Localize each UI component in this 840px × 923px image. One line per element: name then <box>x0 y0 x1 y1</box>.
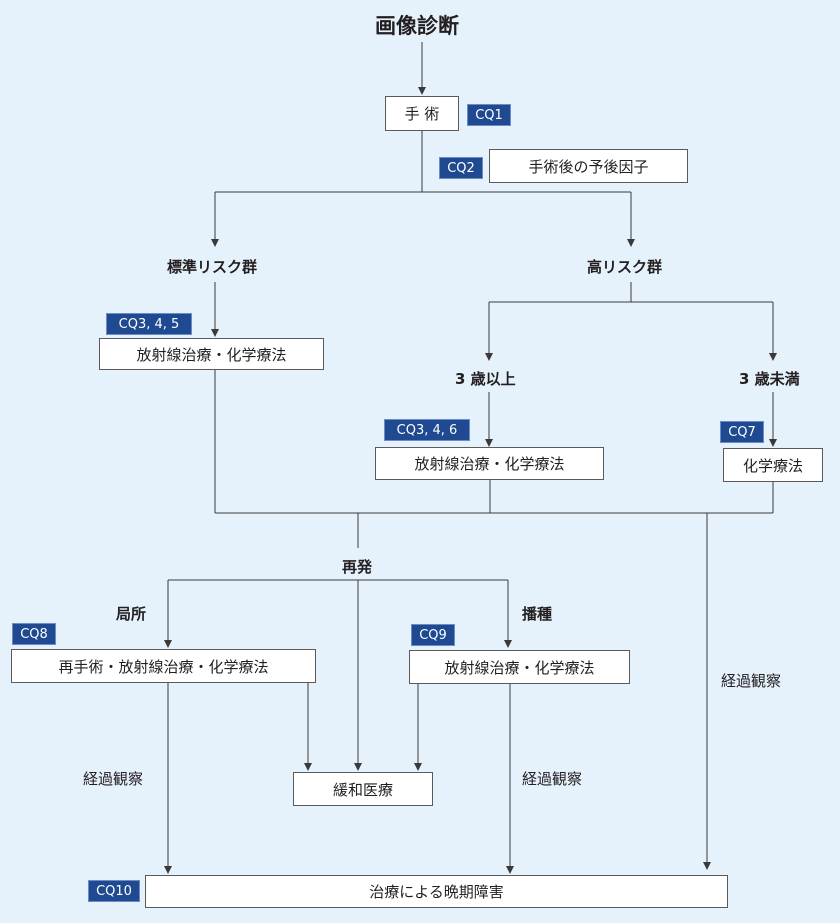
cq10-badge: CQ10 <box>88 880 140 902</box>
cq345-badge: CQ3, 4, 5 <box>106 313 192 335</box>
cq7-badge: CQ7 <box>720 421 764 443</box>
local-label: 局所 <box>116 605 147 623</box>
followup-label-left: 経過観察 <box>83 770 144 788</box>
diagram-title: 画像診断 <box>375 14 459 38</box>
relapse-label: 再発 <box>342 558 373 576</box>
cq1-badge: CQ1 <box>467 104 511 126</box>
high-risk-label: 高リスク群 <box>587 258 663 276</box>
seeding-label: 播種 <box>522 605 553 623</box>
local-treatment-box: 再手術・放射線治療・化学療法 <box>11 649 316 683</box>
followup-label-right: 経過観察 <box>721 672 782 690</box>
surgery-box: 手 術 <box>385 96 459 131</box>
cq2-badge: CQ2 <box>439 157 483 179</box>
age-under-3-label: 3 歳未満 <box>739 370 800 388</box>
age-3-up-label: 3 歳以上 <box>455 370 516 388</box>
cq9-badge: CQ9 <box>411 624 455 646</box>
followup-label-mid: 経過観察 <box>522 770 583 788</box>
age3up-radiochemo-box: 放射線治療・化学療法 <box>375 447 604 480</box>
cq8-badge: CQ8 <box>12 623 56 645</box>
late-effects-box: 治療による晩期障害 <box>145 875 728 908</box>
cq346-badge: CQ3, 4, 6 <box>384 419 470 441</box>
palliative-care-box: 緩和医療 <box>293 772 433 806</box>
under3-chemo-box: 化学療法 <box>723 448 823 482</box>
seeding-radiochemo-box: 放射線治療・化学療法 <box>409 650 630 684</box>
standard-radiochemo-box: 放射線治療・化学療法 <box>99 338 324 370</box>
prognosis-box: 手術後の予後因子 <box>489 149 688 183</box>
standard-risk-label: 標準リスク群 <box>167 258 258 276</box>
